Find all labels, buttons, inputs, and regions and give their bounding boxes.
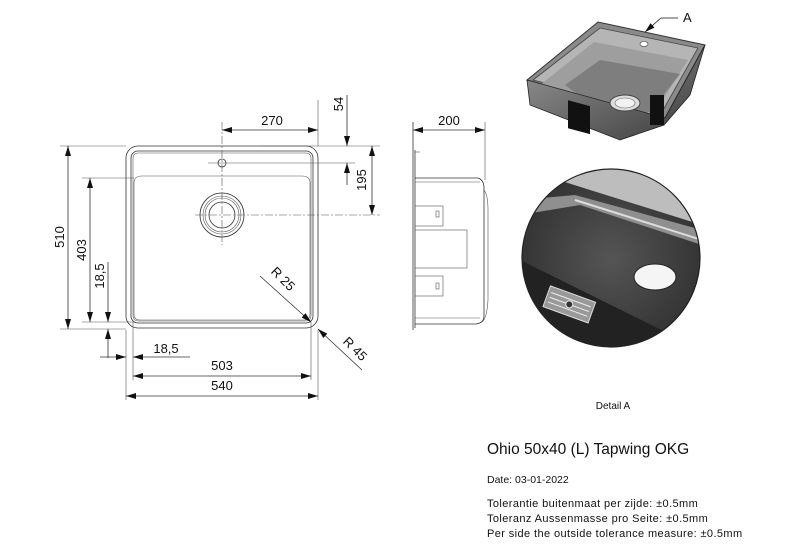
dim-403: 403: [74, 239, 89, 261]
dim-r45: R 45: [340, 334, 370, 364]
product-title: Ohio 50x40 (L) Tapwing OKG: [487, 441, 690, 458]
side-view: 200: [412, 113, 489, 330]
detail-a-label: Detail A: [596, 401, 631, 412]
callout-a: A: [683, 10, 692, 25]
sink-3d-render: A: [525, 10, 706, 141]
tolerance-de: Toleranz Aussenmasse pro Seite: ±0.5mm: [487, 513, 709, 525]
dim-r25: R 25: [268, 264, 298, 294]
detail-a-view: Detail A: [521, 168, 701, 412]
dim-18-5-horizontal: 18,5: [153, 341, 178, 356]
dim-18-5-vertical: 18,5: [92, 263, 107, 288]
tolerance-nl: Tolerantie buitenmaat per zijde: ±0.5mm: [487, 498, 699, 510]
dim-503: 503: [211, 358, 233, 373]
dim-195: 195: [354, 169, 369, 191]
top-view: 270 54 195 510 403 18,5 18,5 503 540 R 2…: [52, 95, 380, 400]
dim-510: 510: [52, 226, 67, 248]
dim-540: 540: [211, 378, 233, 393]
dim-200: 200: [438, 113, 460, 128]
dim-54: 54: [331, 97, 346, 111]
dim-270: 270: [261, 113, 283, 128]
tolerance-en: Per side the outside tolerance measure: …: [487, 528, 743, 540]
drawing-date: Date: 03-01-2022: [487, 474, 569, 486]
